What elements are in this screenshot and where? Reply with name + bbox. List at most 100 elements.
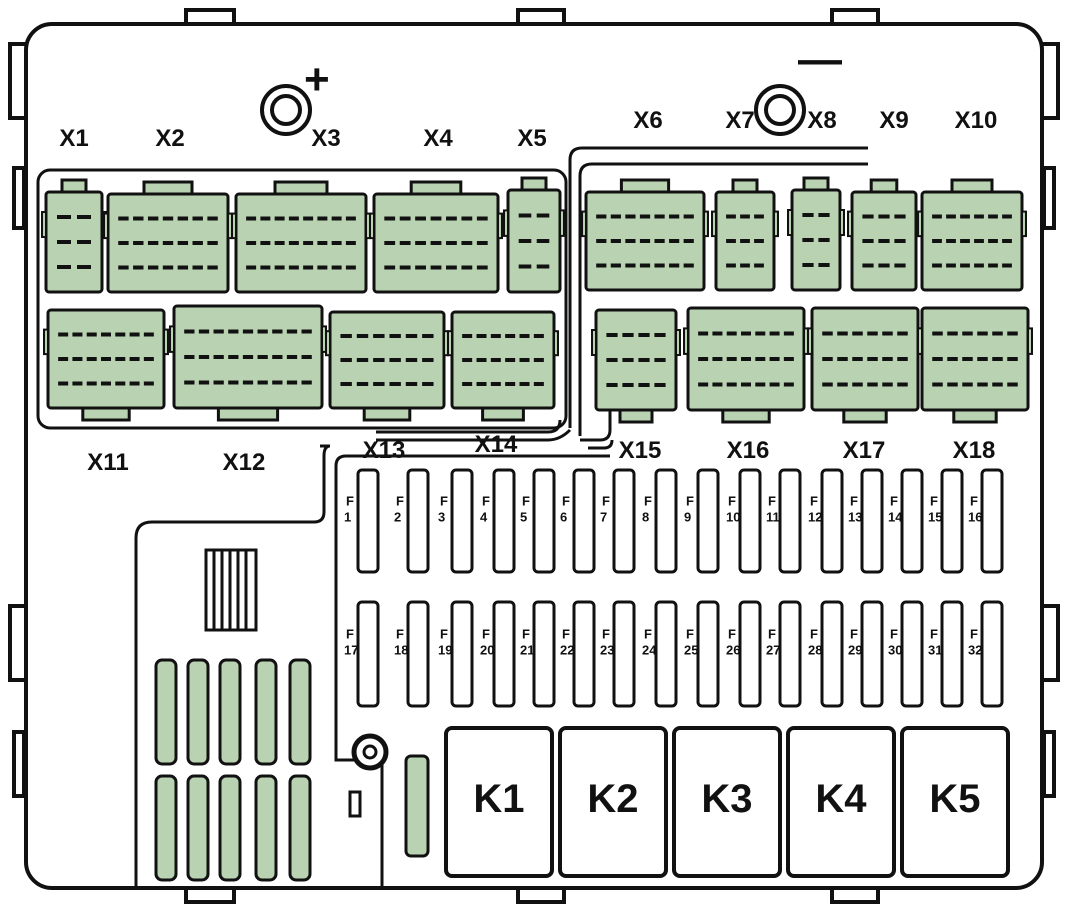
connector-ear [163, 328, 169, 356]
connector-pin [430, 265, 442, 270]
connector-pin [72, 381, 83, 386]
relay-body [558, 726, 668, 878]
fuse-label: F [930, 626, 938, 641]
connector-ear [103, 212, 109, 240]
connector-pin [974, 263, 984, 268]
connector-pin [669, 239, 680, 243]
fuse-number: 9 [684, 510, 691, 525]
connector-pin [260, 265, 271, 270]
connector-x7 [711, 178, 779, 292]
fuse-number: 14 [888, 510, 903, 525]
connector-pin [384, 216, 396, 221]
connector-pin [519, 382, 530, 386]
fuse-label: F [850, 626, 858, 641]
connector-x13 [325, 310, 449, 422]
bolt-inner [270, 94, 302, 126]
connector-ear [553, 330, 559, 357]
fuse-f16: F16 [968, 468, 1004, 574]
connector-pin [129, 357, 140, 361]
connector-pin [340, 358, 352, 362]
connector-label-x17: X17 [843, 437, 886, 464]
connector-pin [58, 332, 69, 337]
fuse-body [738, 468, 762, 574]
connector-label-x8: X8 [807, 107, 836, 134]
connector-pin [882, 331, 893, 336]
connector-pin [638, 333, 650, 337]
connector-pin [977, 357, 988, 361]
fuse-label: F [644, 626, 652, 641]
connector-ear [839, 209, 845, 236]
connector-pin [461, 265, 473, 270]
fuse-number: 8 [642, 510, 649, 525]
connector-label-x7: X7 [725, 107, 754, 134]
connector-pin [101, 332, 111, 337]
connector-label-x16: X16 [727, 437, 770, 464]
fuse-label: F [644, 494, 652, 509]
connector-layer [41, 176, 1033, 424]
fuse-f13: F13 [848, 468, 884, 574]
fuse-label: F [396, 626, 404, 641]
connector-pin [740, 214, 750, 219]
fuse-f32: F32 [968, 600, 1004, 708]
connector-ear [169, 325, 175, 353]
fuse-body [980, 600, 1004, 708]
connector-x3 [231, 180, 371, 294]
connector-ear [787, 209, 793, 236]
connector-pin [461, 241, 473, 245]
fuse-body [778, 600, 802, 708]
fuse-f24: F24 [642, 600, 678, 708]
connector-pin [818, 238, 830, 242]
connector-pin [533, 382, 544, 386]
minus-sign: — [798, 35, 842, 84]
connector-pin [228, 380, 239, 385]
relay-label: K4 [815, 777, 867, 821]
connector-pin [143, 357, 154, 361]
fuse-number: 32 [968, 642, 982, 657]
connector-pin [654, 383, 666, 387]
connector-pin [198, 329, 210, 334]
connector-pin [837, 357, 848, 361]
fuse-number: 12 [808, 510, 822, 525]
connector-pin [878, 263, 890, 268]
connector-pin [932, 357, 943, 361]
connector-pin [802, 263, 814, 267]
connector-ear [683, 327, 689, 355]
connector-pin [988, 214, 998, 219]
connector-pin [415, 241, 426, 245]
connector-pin [213, 355, 224, 359]
mounting-tab [12, 730, 26, 798]
connector-pin [86, 381, 97, 386]
connector-pin [1007, 357, 1018, 361]
connector-pin [741, 357, 751, 361]
connector-pin [446, 241, 457, 245]
connector-x11 [43, 308, 169, 422]
fuse-label: F [970, 494, 978, 509]
fuse-label: F [562, 494, 570, 509]
connector-pin [698, 357, 709, 361]
connector-pin [946, 239, 956, 243]
fuse-f19: F19 [438, 600, 474, 708]
connector-pin [77, 265, 91, 269]
fuse-f17: F17 [344, 600, 380, 708]
connector-pin [184, 329, 195, 334]
connector-pin [133, 216, 144, 221]
connector-pin [143, 332, 154, 337]
connector-pin [518, 213, 532, 218]
connector-x4 [369, 180, 503, 294]
fuse-f12: F12 [808, 468, 844, 574]
connector-pin [118, 265, 129, 270]
fuse-body [820, 468, 844, 574]
connector-pin [192, 265, 203, 270]
connector-x15 [591, 308, 681, 424]
connector-pin [430, 241, 442, 245]
connector-pin [852, 331, 863, 336]
connector-pin [1007, 331, 1018, 336]
connector-ear [847, 210, 853, 238]
connector-label-x6: X6 [633, 107, 662, 134]
connector-pin [133, 265, 144, 270]
connector-pin [162, 241, 174, 245]
internal-divider-lines [36, 146, 868, 888]
fuse-f11: F11 [766, 468, 802, 574]
connector-x5 [503, 176, 565, 294]
connector-pin [389, 382, 401, 386]
